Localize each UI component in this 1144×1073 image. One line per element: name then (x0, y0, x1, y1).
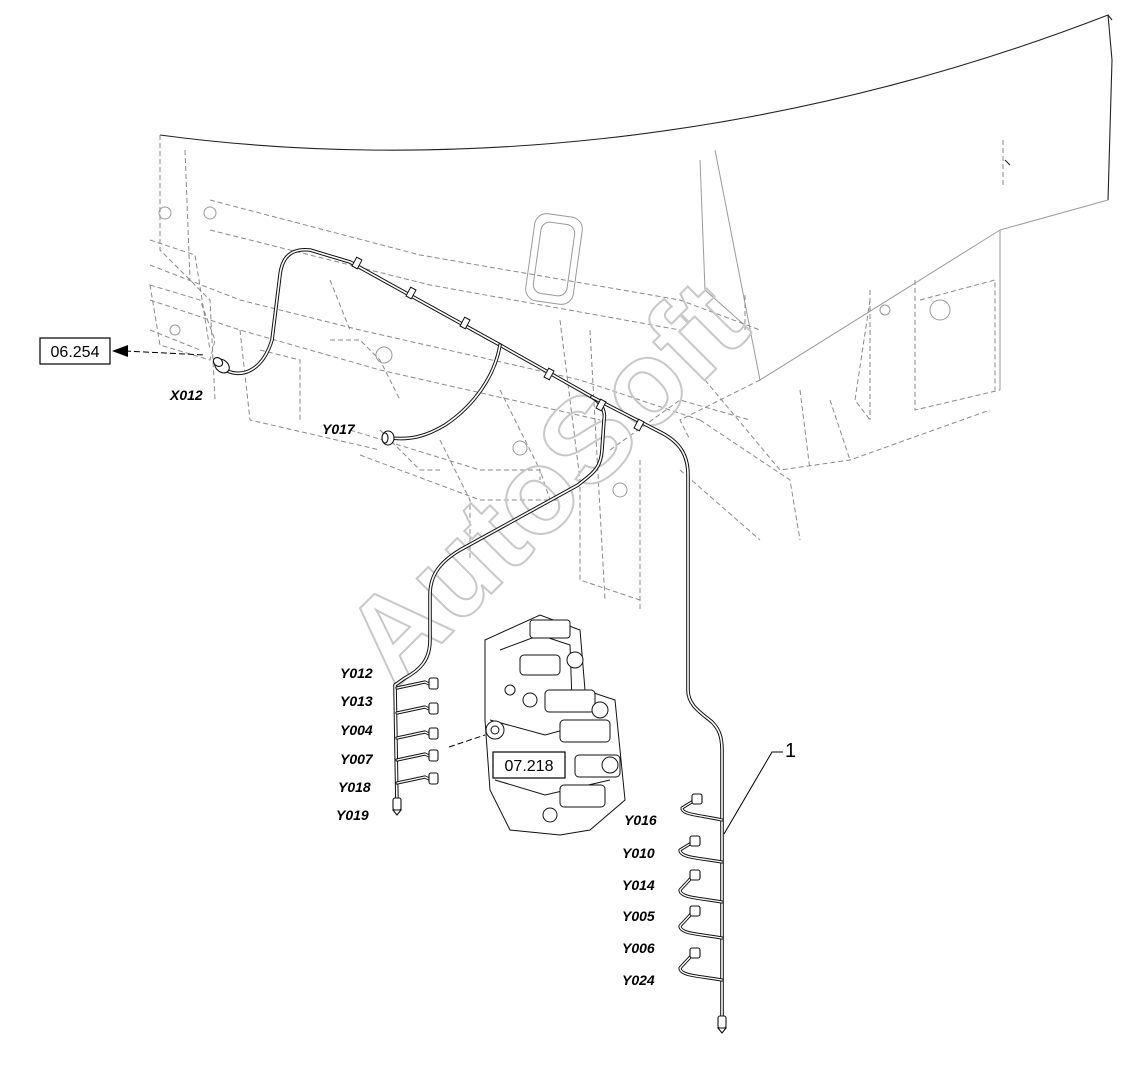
right-connector-labels: Y016 Y010 Y014 Y005 Y006 Y024 (622, 812, 657, 988)
label-y004: Y004 (340, 722, 373, 738)
valve-block (448, 614, 626, 836)
y017-connector (381, 430, 395, 446)
harness-clips (351, 256, 645, 432)
label-y014: Y014 (622, 877, 655, 893)
x012-connector (212, 357, 230, 374)
left-branch-group (391, 677, 439, 816)
label-y010: Y010 (622, 845, 655, 861)
label-y019: Y019 (336, 807, 369, 823)
label-y018: Y018 (338, 779, 371, 795)
ref-06254: 06.254 (39, 337, 206, 365)
label-y006: Y006 (622, 940, 655, 956)
item-1-callout: 1 (723, 740, 796, 835)
label-y007: Y007 (340, 751, 374, 767)
label-y012: Y012 (340, 665, 373, 681)
ref-06254-box (39, 337, 111, 365)
left-connector-labels: Y012 Y013 Y004 Y007 Y018 Y019 (336, 665, 374, 823)
label-y016: Y016 (624, 812, 657, 828)
ref-07218-text: 07.218 (505, 758, 554, 775)
item-1-number: 1 (785, 740, 796, 762)
main-harness (212, 248, 728, 1034)
label-y017: Y017 (322, 421, 356, 437)
label-x012: X012 (169, 387, 203, 403)
label-y005: Y005 (622, 908, 655, 924)
machine-outline (149, 14, 1113, 610)
ref-07218-box (492, 751, 566, 779)
label-y013: Y013 (340, 693, 373, 709)
ref-07218: 07.218 (492, 751, 566, 779)
ref-06254-arrowhead (112, 345, 128, 357)
label-y024: Y024 (622, 972, 655, 988)
item-1-leader (723, 751, 783, 835)
ref-06254-text: 06.254 (51, 344, 100, 361)
right-branch-group (678, 793, 728, 1034)
ref-06254-leader (124, 350, 206, 356)
